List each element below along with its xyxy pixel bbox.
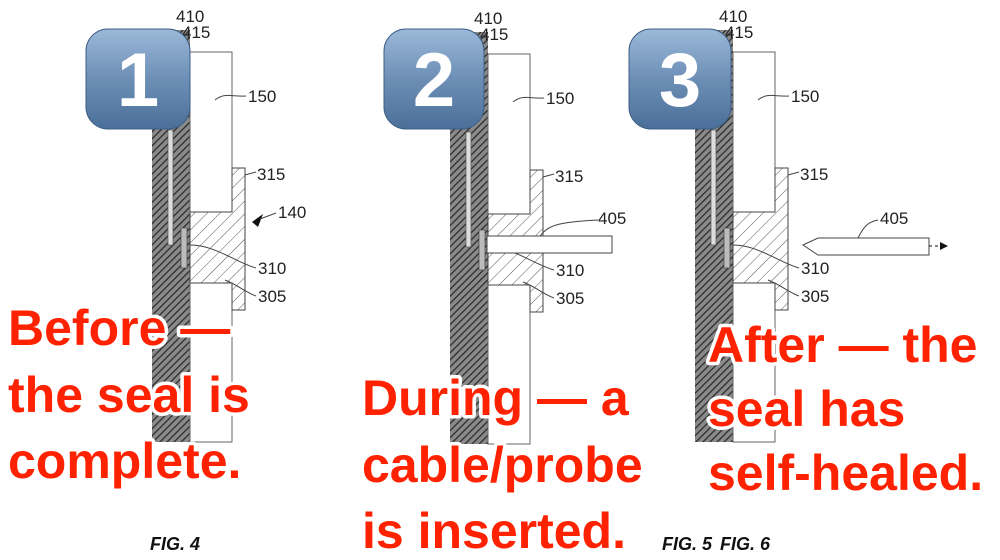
svg-text:After — the: After — the <box>708 317 977 373</box>
label-410: 410 <box>719 7 747 26</box>
rod <box>465 131 472 248</box>
figure-label-4: FIG. 4 <box>150 534 200 554</box>
electrode <box>723 227 731 269</box>
rod <box>710 129 717 246</box>
svg-text:cable/probe: cable/probe <box>362 437 643 493</box>
label-305: 305 <box>556 289 584 308</box>
label-150: 150 <box>791 87 819 106</box>
label-410: 410 <box>474 9 502 28</box>
step-badge-2: 2 <box>383 28 485 130</box>
label-150: 150 <box>248 87 276 106</box>
caption-before: Before — the seal is complete. <box>5 297 254 493</box>
figure-label-6: FIG. 6 <box>720 534 771 554</box>
svg-text:is inserted.: is inserted. <box>362 503 626 559</box>
label-310: 310 <box>556 261 584 280</box>
probe-withdrawn: 405 <box>801 209 948 256</box>
label-310: 310 <box>801 259 829 278</box>
svg-text:3: 3 <box>659 38 701 123</box>
svg-text:Before —: Before — <box>8 300 230 356</box>
label-150: 150 <box>546 89 574 108</box>
caption-during: During — a cable/probe is inserted. <box>359 367 647 560</box>
svg-text:seal has: seal has <box>708 381 905 437</box>
figure-label-5: FIG. 5 <box>662 534 713 554</box>
label-315: 315 <box>555 167 583 186</box>
svg-text:the seal is: the seal is <box>8 367 250 423</box>
label-415: 415 <box>480 25 508 44</box>
label-405: 405 <box>880 209 908 228</box>
electrode <box>180 227 188 269</box>
label-140: 140 <box>278 203 306 222</box>
step-badge-3: 3 <box>628 28 732 130</box>
pointer-arrow-icon <box>252 214 263 227</box>
label-315: 315 <box>800 165 828 184</box>
label-410: 410 <box>176 7 204 26</box>
label-315: 315 <box>257 165 285 184</box>
svg-text:complete.: complete. <box>8 433 241 489</box>
label-405: 405 <box>598 209 626 228</box>
probe-inserted: 405 <box>486 209 626 254</box>
electrode <box>478 229 486 271</box>
svg-text:2: 2 <box>413 38 455 123</box>
svg-text:During — a: During — a <box>362 370 630 426</box>
label-415: 415 <box>182 23 210 42</box>
step-badge-1: 1 <box>85 28 191 130</box>
svg-text:self-healed.: self-healed. <box>708 445 983 501</box>
label-305: 305 <box>801 287 829 306</box>
label-415: 415 <box>725 23 753 42</box>
caption-after: After — the seal has self-healed. <box>705 314 987 505</box>
svg-text:1: 1 <box>117 38 159 123</box>
label-305: 305 <box>258 287 286 306</box>
label-310: 310 <box>258 259 286 278</box>
rod <box>167 129 174 246</box>
